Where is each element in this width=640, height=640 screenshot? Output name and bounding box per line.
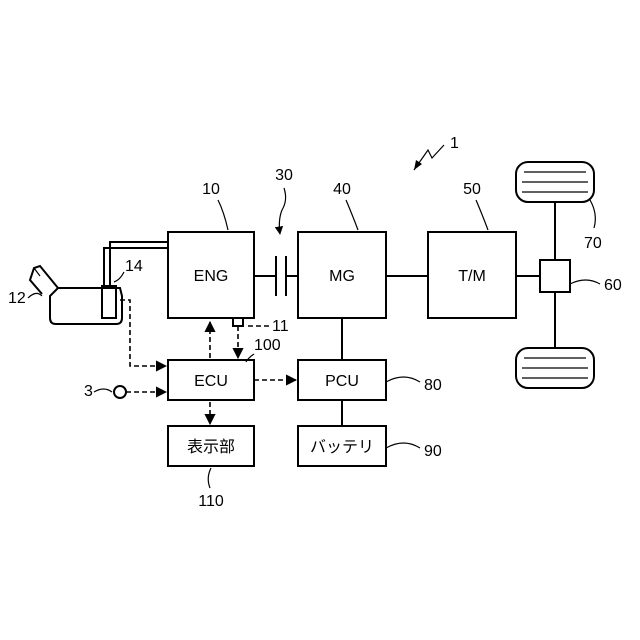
ref-system-group: 1 xyxy=(414,135,459,170)
sensor xyxy=(233,318,243,326)
ref-display-leader xyxy=(208,468,211,488)
ref-differential: 60 xyxy=(604,277,622,294)
display-label: 表示部 xyxy=(187,438,235,456)
ref-clutch-leader xyxy=(279,188,285,234)
ref-clutch: 30 xyxy=(275,167,293,184)
ref-tank: 12 xyxy=(8,290,26,307)
ref-tm: 50 xyxy=(463,181,481,198)
wheel-top xyxy=(516,162,594,202)
ref-fuel-pump-leader xyxy=(114,272,124,282)
ref-switch: 3 xyxy=(84,383,93,400)
ref-switch-leader xyxy=(94,389,112,392)
ref-mg: 40 xyxy=(333,181,351,198)
ref-sensor: 11 xyxy=(272,318,289,335)
pcu-label: PCU xyxy=(325,373,359,390)
ref-wheels-leader xyxy=(590,200,595,228)
ref-pcu-leader xyxy=(386,377,420,382)
ref-battery-leader xyxy=(386,443,420,448)
pump-to-ecu-signal xyxy=(120,300,166,366)
ref-system-arrowhead xyxy=(414,160,422,170)
ref-system: 1 xyxy=(450,135,459,152)
battery-label: バッテリ xyxy=(310,439,374,456)
wheel-bottom xyxy=(516,348,594,388)
ref-engine-leader xyxy=(218,200,228,230)
ref-battery: 90 xyxy=(424,443,442,460)
switch-icon xyxy=(114,386,126,398)
ref-wheels: 70 xyxy=(584,235,602,252)
mg-label: MG xyxy=(329,268,355,285)
tm-label: T/M xyxy=(458,268,486,285)
engine-label: ENG xyxy=(194,268,229,285)
ref-pcu: 80 xyxy=(424,377,442,394)
ref-fuel-pump: 14 xyxy=(125,258,143,275)
ecu-label: ECU xyxy=(194,373,228,390)
ref-tank-leader xyxy=(28,293,42,298)
ref-display: 110 xyxy=(198,493,224,510)
fuel-pump xyxy=(102,286,116,318)
ref-mg-leader xyxy=(346,200,358,230)
ref-engine: 10 xyxy=(202,181,220,198)
ref-diff-leader xyxy=(570,280,600,284)
fuel-tank xyxy=(30,242,168,324)
differential xyxy=(540,260,570,292)
ref-tm-leader xyxy=(476,200,488,230)
ref-ecu: 100 xyxy=(254,337,281,354)
